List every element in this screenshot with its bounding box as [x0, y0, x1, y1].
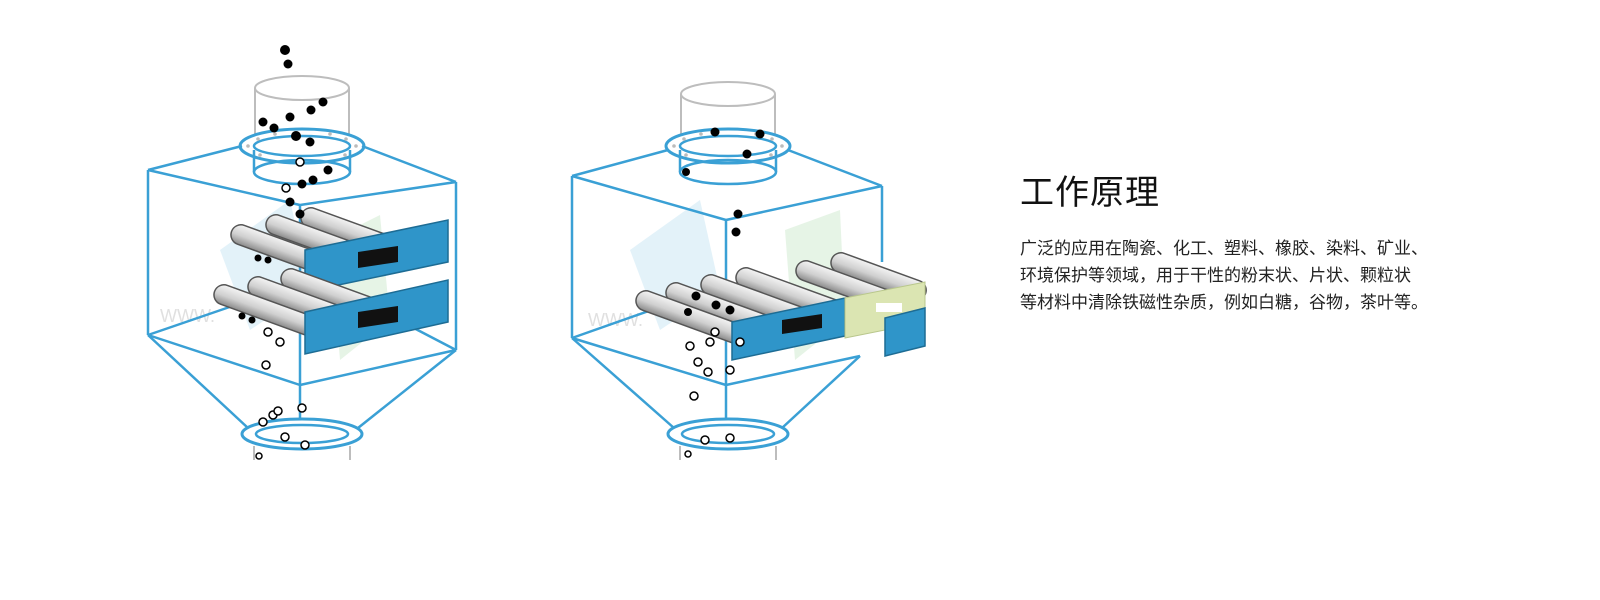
description-line-2: 环境保护等领域，用于干性的粉末状、片状、颗粒状	[1020, 266, 1411, 286]
separator-diagram-working: WWW.	[146, 45, 458, 460]
iron-particles	[682, 127, 765, 316]
clean-particles	[684, 327, 745, 458]
neck	[678, 150, 778, 186]
watermark-text: WWW.	[160, 306, 215, 326]
description-line-3: 等材料中清除铁磁性杂质，例如白糖，谷物，茶叶等。	[1020, 293, 1428, 313]
separator-diagram-cleaning: WWW.	[570, 81, 927, 460]
description-line-1: 广泛的应用在陶瓷、化工、塑料、橡胶、染料、矿业、	[1020, 239, 1428, 259]
section-title: 工作原理	[1020, 173, 1160, 213]
inlet-pipe	[680, 81, 776, 140]
watermark-text: WWW.	[588, 310, 643, 330]
clean-particles	[255, 157, 310, 460]
section-description: 广泛的应用在陶瓷、化工、塑料、橡胶、染料、矿业、 环境保护等领域，用于干性的粉末…	[1020, 236, 1540, 317]
iron-particles	[238, 45, 333, 324]
end-plate-blue	[884, 307, 926, 357]
working-principle-panel: 工作原理 广泛的应用在陶瓷、化工、塑料、橡胶、染料、矿业、 环境保护等领域，用于…	[1020, 165, 1540, 317]
top-flange	[664, 127, 792, 165]
magnetic-plate-lower	[304, 279, 449, 355]
